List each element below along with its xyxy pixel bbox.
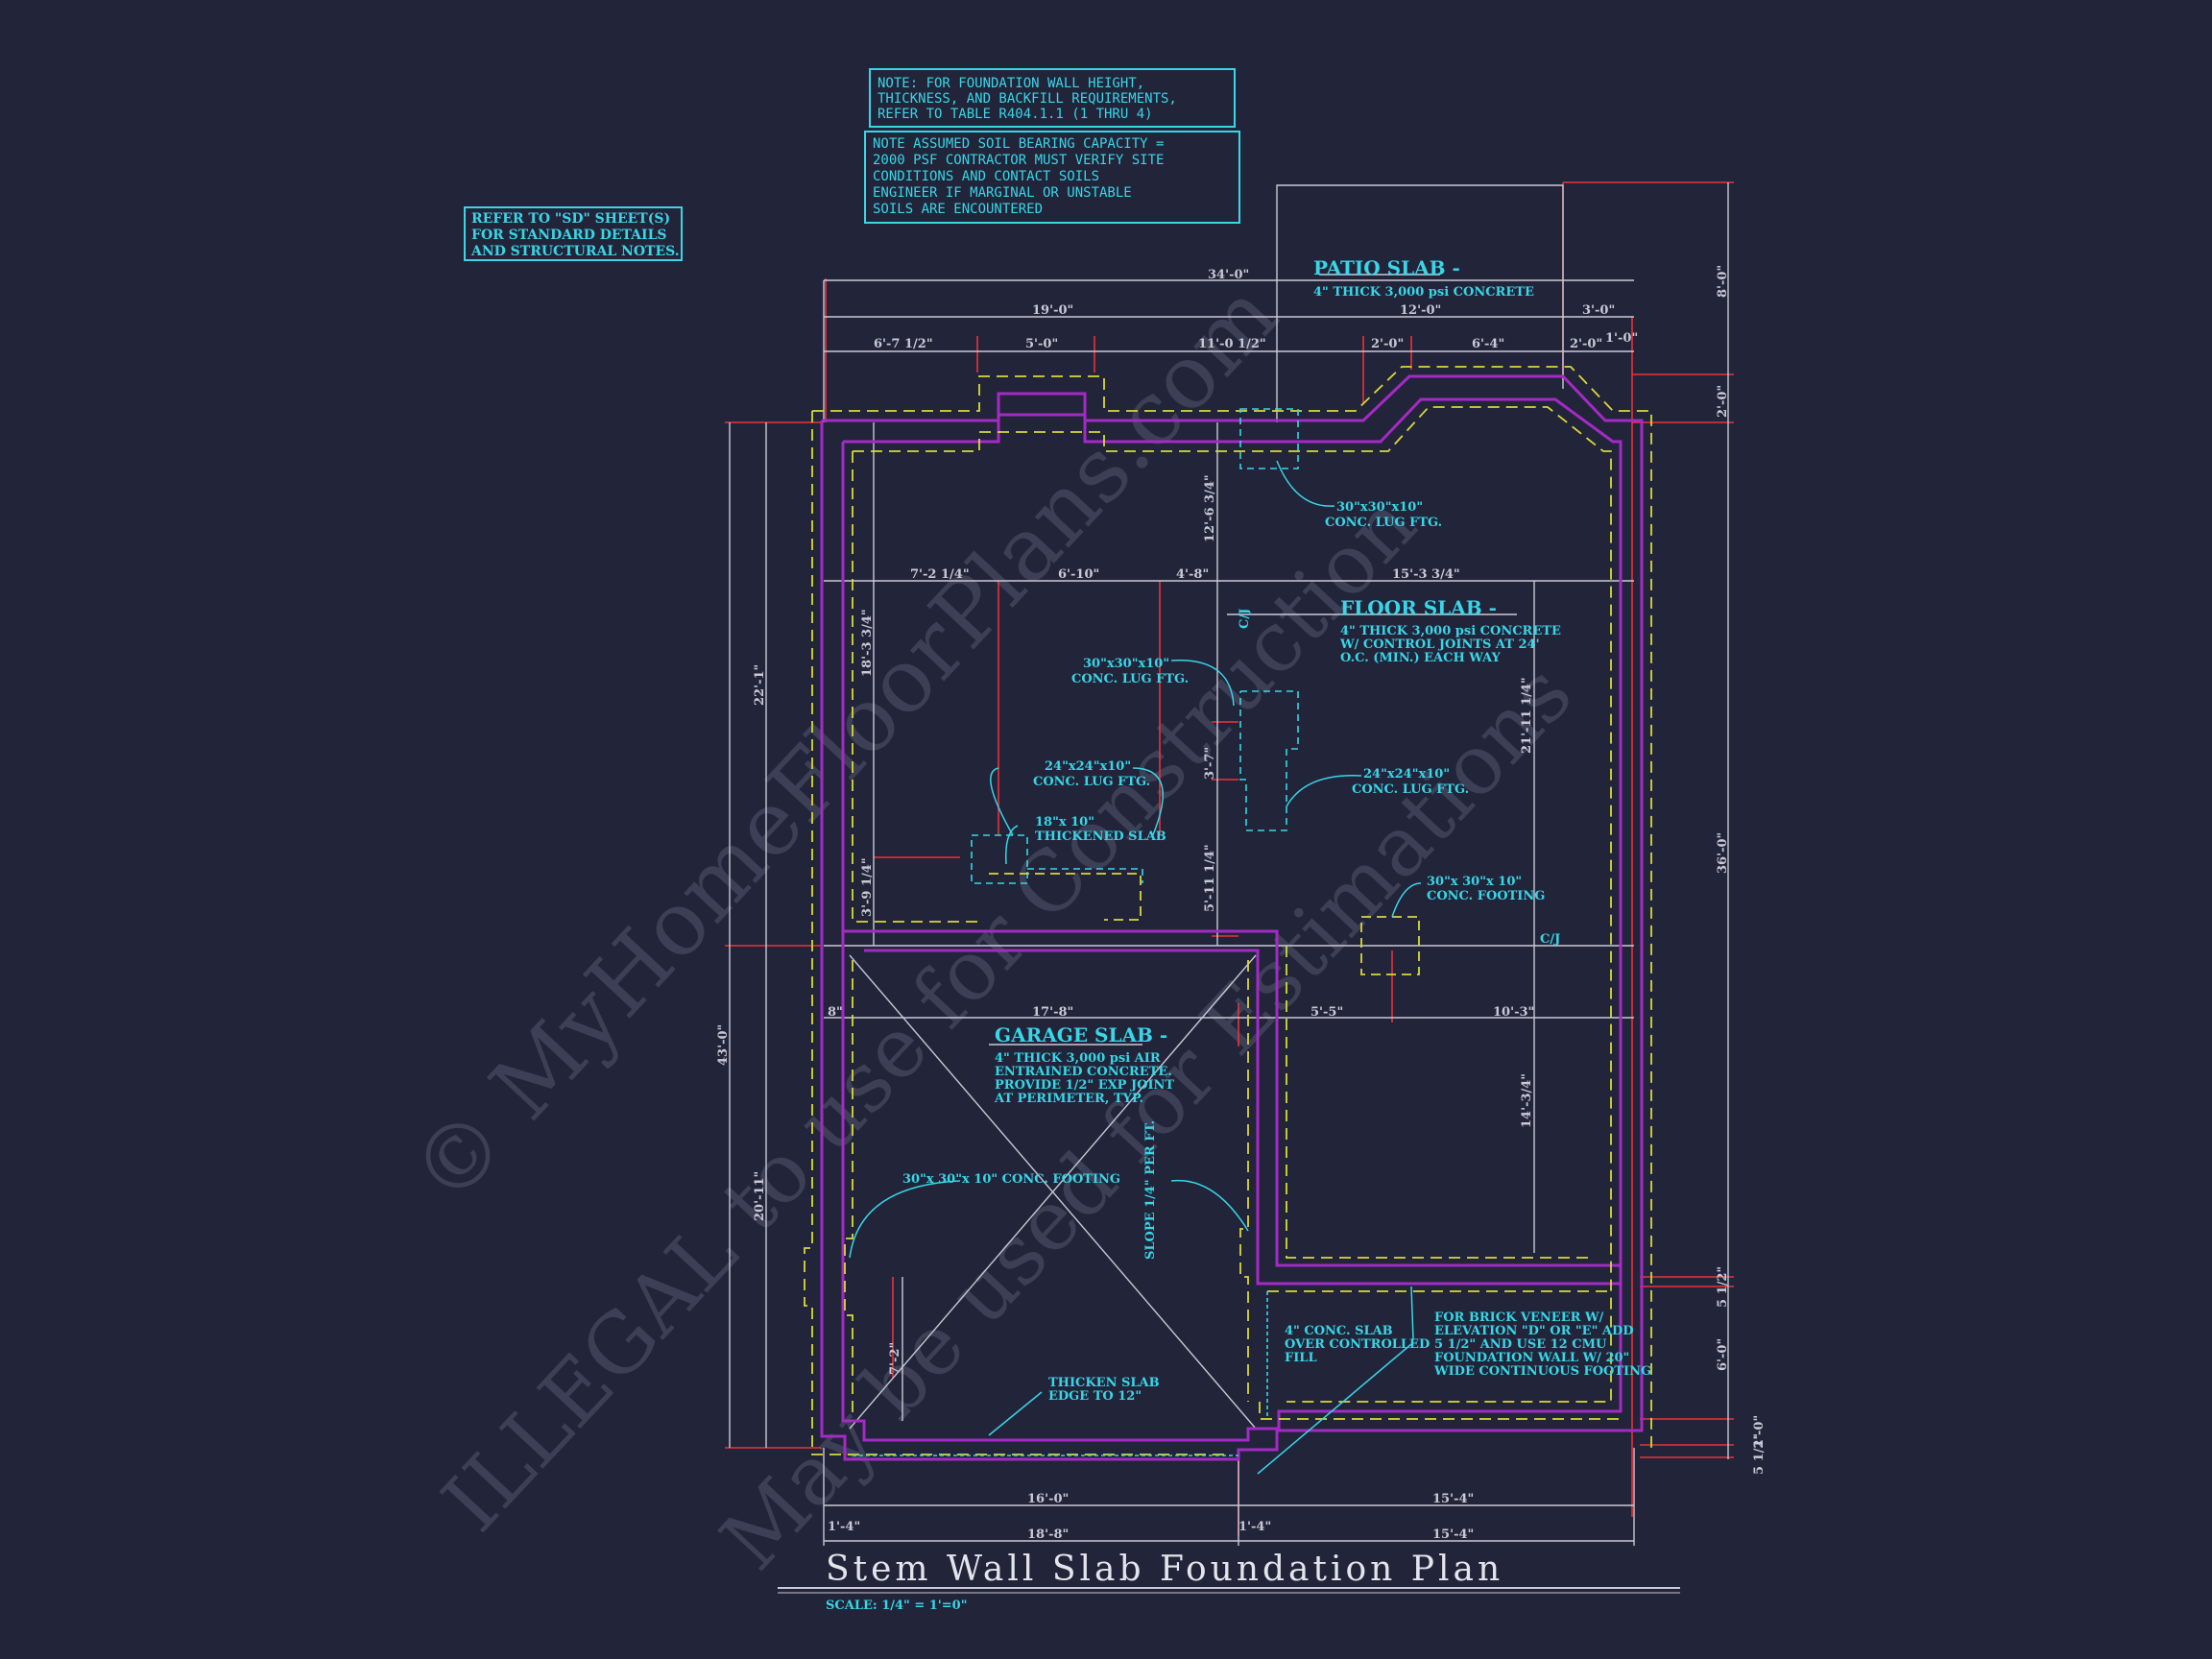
garage-slab-desc: 4" THICK 3,000 psi AIR ENTRAINED CONCRET… xyxy=(994,1051,1179,1106)
dim-top-5: 5'-0" xyxy=(1025,337,1058,351)
lug-footing-24-left-label: 24"x24"x10" CONC. LUG FTG. xyxy=(1033,759,1150,789)
dim-right-5-half-b: 5 1/2" xyxy=(1752,1433,1767,1475)
watermark: © MyHomeFloorPlans.com ILLEGAL to use fo… xyxy=(392,263,1591,1588)
dim-row-8: 8" xyxy=(828,1005,843,1020)
plan-title: Stem Wall Slab Foundation Plan xyxy=(826,1550,1503,1589)
dim-row-5-5: 5'-5" xyxy=(1310,1005,1343,1020)
dim-mid-15-3: 15'-3 3/4" xyxy=(1392,567,1460,582)
dim-in-3-9: 3'-9 1/4" xyxy=(860,857,875,917)
control-joint-label-1: C/J xyxy=(1238,609,1252,629)
dim-top-6-4: 6'-4" xyxy=(1472,337,1504,351)
dim-row-10-3: 10'-3" xyxy=(1493,1005,1534,1020)
dim-row-17-8: 17'-8" xyxy=(1032,1005,1073,1020)
patio-slab-desc: 4" THICK 3,000 psi CONCRETE xyxy=(1313,285,1534,300)
leader-lines xyxy=(849,274,1517,1475)
dim-right-36: 36'-0" xyxy=(1716,832,1730,874)
dim-in-12-6: 12'-6 3/4" xyxy=(1203,474,1217,542)
lug-footing-mid-label: 30"x30"x10" CONC. LUG FTG. xyxy=(1071,657,1189,686)
dimension-texts: 34'-0" 19'-0" 12'-0" 3'-0" 6'-7 1/2" 5'-… xyxy=(716,265,1767,1542)
dim-bot-1-4b: 1'-4" xyxy=(1238,1520,1271,1534)
svg-text:NOTE ASSUMED SOIL BEARING CAPA: NOTE ASSUMED SOIL BEARING CAPACITY = 200… xyxy=(873,136,1172,217)
area-labels: PATIO SLAB - 4" THICK 3,000 psi CONCRETE… xyxy=(902,256,1651,1404)
dim-right-5-half: 5 1/2" xyxy=(1716,1266,1730,1308)
patio-slab-title: PATIO SLAB - xyxy=(1313,256,1460,279)
control-joint-label-2: C/J xyxy=(1540,932,1560,947)
thickened-slab-label: 18"x 10" THICKENED SLAB xyxy=(1035,815,1166,844)
dim-in-21-11: 21'-11 1/4" xyxy=(1520,677,1534,754)
dim-mid-7-2: 7'-2 1/4" xyxy=(910,567,970,582)
dim-in-18-3: 18'-3 3/4" xyxy=(860,609,875,677)
conc-footing-right-label: 30"x 30"x 10" CONC. FOOTING xyxy=(1427,875,1545,903)
dim-top-12: 12'-0" xyxy=(1400,303,1441,318)
dim-top-2a: 2'-0" xyxy=(1371,337,1404,351)
dim-top-6-7: 6'-7 1/2" xyxy=(874,337,933,351)
conc-footing-garage-label: 30"x 30"x 10" CONC. FOOTING xyxy=(902,1172,1120,1187)
dim-left-43: 43'-0" xyxy=(716,1024,731,1066)
dim-bot-16: 16'-0" xyxy=(1027,1492,1069,1506)
dim-in-14-3: 14'-3/4" xyxy=(1520,1073,1534,1128)
dim-top-3: 3'-0" xyxy=(1582,303,1615,318)
floor-slab-title: FLOOR SLAB - xyxy=(1340,596,1497,619)
note-standard-details: REFER TO "SD" SHEET(S) FOR STANDARD DETA… xyxy=(464,206,683,261)
footing-lines xyxy=(804,366,1652,1455)
dim-left-20-11: 20'-11" xyxy=(753,1171,767,1221)
dim-bot-15a: 15'-4" xyxy=(1432,1492,1474,1506)
floor-slab-desc: 4" THICK 3,000 psi CONCRETE W/ CONTROL J… xyxy=(1339,624,1565,665)
svg-text:REFER TO "SD" SHEET(S) F: REFER TO "SD" SHEET(S) FOR STANDARD DETA… xyxy=(470,211,680,259)
garage-slab-title: GARAGE SLAB - xyxy=(995,1023,1167,1046)
dim-bot-18-8: 18'-8" xyxy=(1027,1527,1069,1542)
dim-mid-4-8: 4'-8" xyxy=(1176,567,1209,582)
dim-bot-1-4a: 1'-4" xyxy=(828,1520,860,1534)
note-soil-bearing: NOTE ASSUMED SOIL BEARING CAPACITY = 200… xyxy=(864,131,1240,224)
dim-top-11: 11'-0 1/2" xyxy=(1198,337,1266,351)
extension-lines xyxy=(725,181,1734,1536)
dim-mid-6-10: 6'-10" xyxy=(1058,567,1099,582)
dim-top-34: 34'-0" xyxy=(1208,268,1249,282)
dim-right-6: 6'-0" xyxy=(1716,1338,1730,1371)
dim-in-3-7: 3'-7" xyxy=(1203,747,1217,780)
plan-scale: SCALE: 1/4" = 1'=0" xyxy=(826,1599,968,1613)
title-block: Stem Wall Slab Foundation Plan SCALE: 1/… xyxy=(778,1550,1680,1613)
dim-top-19: 19'-0" xyxy=(1032,303,1073,318)
dim-top-2b: 2'-0" xyxy=(1570,337,1602,351)
foundation-walls xyxy=(820,374,1644,1461)
lug-footing-pads xyxy=(853,408,1299,1456)
dim-in-5-11: 5'-11 1/4" xyxy=(1203,844,1217,912)
note-wall-height: NOTE: FOR FOUNDATION WALL HEIGHT, THICKN… xyxy=(869,68,1236,128)
dim-in-7-2: 7'-2" xyxy=(888,1342,902,1375)
conc-slab-fill-label: 4" CONC. SLAB OVER CONTROLLED FILL xyxy=(1285,1324,1434,1365)
dim-right-8: 8'-0" xyxy=(1716,265,1730,298)
brick-veneer-note: FOR BRICK VENEER W/ ELEVATION "D" OR "E"… xyxy=(1433,1310,1651,1379)
conc-footing-pad xyxy=(989,873,1420,975)
dimension-lines xyxy=(729,182,1729,1546)
dim-bot-15b: 15'-4" xyxy=(1432,1527,1474,1542)
thicken-edge-label: THICKEN SLAB EDGE TO 12" xyxy=(1048,1376,1164,1404)
slope-label: SLOPE 1/4" PER FT. xyxy=(1143,1120,1158,1260)
dim-left-22-1: 22'-1" xyxy=(753,664,767,706)
dim-top-1: 1'-0" xyxy=(1605,331,1638,346)
dim-right-1: 1'-0" xyxy=(1752,1415,1767,1448)
lug-footing-24-right-label: 24"x24"x10" CONC. LUG FTG. xyxy=(1352,767,1469,797)
lug-footing-top-label: 30"x30"x10" CONC. LUG FTG. xyxy=(1325,500,1442,530)
dim-right-2: 2'-0" xyxy=(1716,385,1730,418)
svg-text:NOTE: FOR FOUNDATION WALL HEIG: NOTE: FOR FOUNDATION WALL HEIGHT, THICKN… xyxy=(878,76,1185,122)
